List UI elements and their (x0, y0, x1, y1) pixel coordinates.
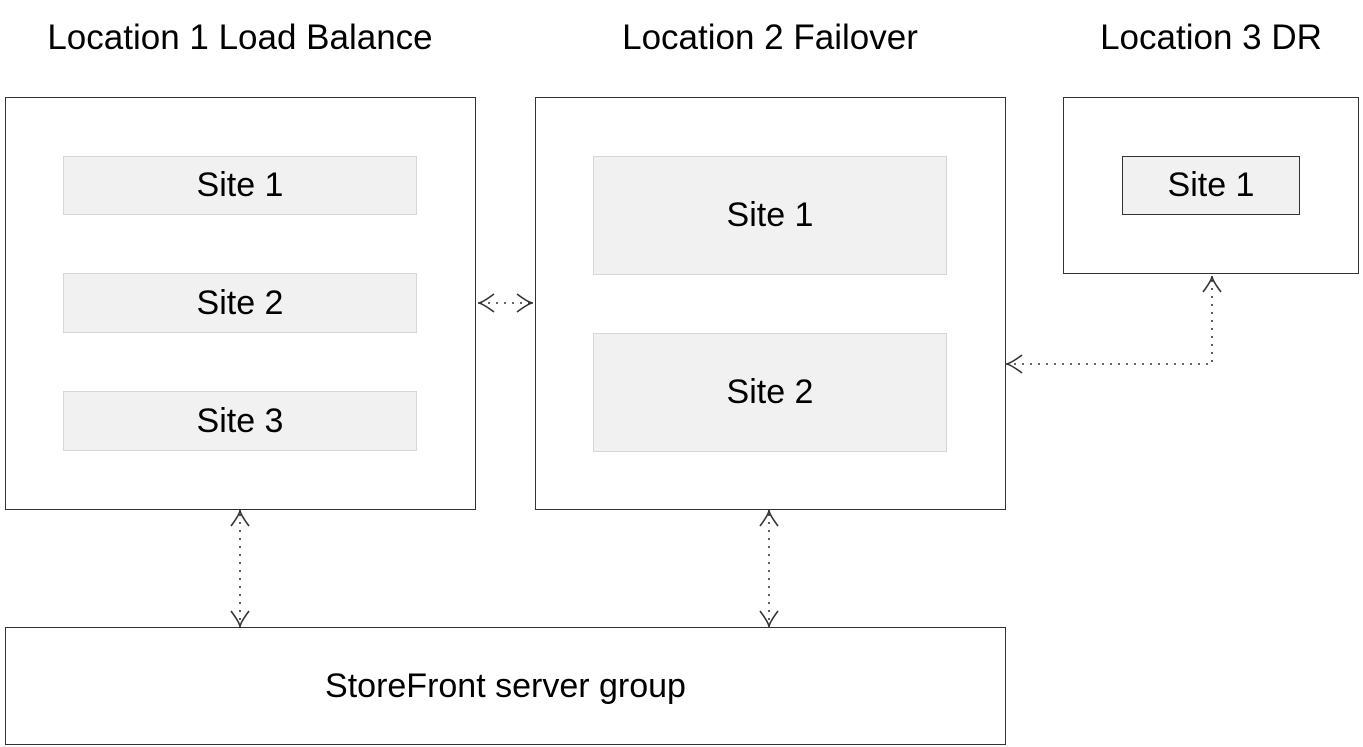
arrow-head-l1 (477, 293, 495, 313)
arrow-head-storefront-right (759, 610, 779, 628)
location-2-box: Site 1 Site 2 (535, 97, 1006, 510)
storefront-server-group-label: StoreFront server group (325, 666, 686, 705)
arrow-head-l3 (1202, 275, 1222, 293)
arrow-head-l2-right (1005, 354, 1023, 374)
location-2-site-2: Site 2 (593, 333, 947, 452)
arrow-head-l1-bottom (230, 509, 250, 527)
connector-l3-l2 (1010, 280, 1213, 365)
arrow-head-l2 (516, 293, 534, 313)
location-1-site-1: Site 1 (63, 156, 417, 215)
location-1-title: Location 1 Load Balance (47, 18, 433, 57)
storefront-server-group-box: StoreFront server group (5, 627, 1006, 745)
location-1-site-2: Site 2 (63, 273, 417, 333)
location-3-site-1: Site 1 (1122, 156, 1300, 215)
location-1-box: Site 1 Site 2 Site 3 (5, 97, 476, 510)
location-2-site-1: Site 1 (593, 156, 947, 275)
arrow-head-storefront-left (230, 610, 250, 628)
location-1-site-3: Site 3 (63, 391, 417, 451)
location-2-title: Location 2 Failover (622, 18, 918, 57)
arrow-head-l2-bottom (759, 509, 779, 527)
location-3-box: Site 1 (1063, 97, 1359, 274)
location-3-title: Location 3 DR (1100, 18, 1322, 57)
